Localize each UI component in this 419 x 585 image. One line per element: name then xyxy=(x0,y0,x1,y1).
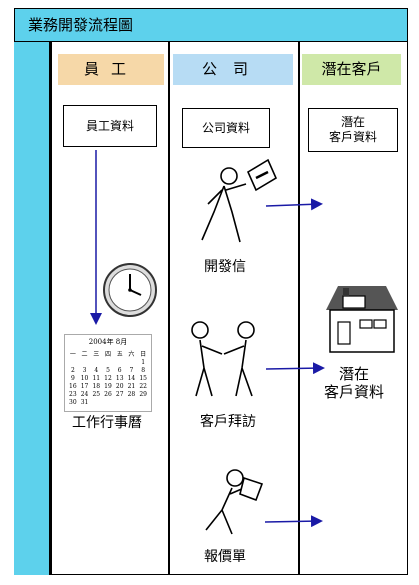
diagram-title: 業務開發流程圖 xyxy=(28,16,134,34)
calendar-day: 9 xyxy=(70,375,75,382)
step-visit: 客戶拜訪 xyxy=(200,414,256,430)
calendar-day: 31 xyxy=(80,399,89,406)
calendar-day: 5 xyxy=(106,367,110,374)
lane-divider-2 xyxy=(168,42,170,575)
calendar-weekday: 日 xyxy=(140,351,147,358)
calendar-weekday: 一 xyxy=(69,351,76,358)
calendar-weekday: 四 xyxy=(104,351,111,358)
calendar-day xyxy=(114,359,126,366)
calendar-day: 22 xyxy=(139,383,147,390)
prospect-data-box: 潛在 客戶資料 xyxy=(308,108,398,152)
calendar-day: 20 xyxy=(115,383,124,390)
company-data-box: 公司資料 xyxy=(182,108,270,148)
calendar-day: 21 xyxy=(127,383,136,390)
calendar-day xyxy=(126,359,138,366)
calendar-day xyxy=(90,359,102,366)
result-prospect-data: 潛在 客戶資料 xyxy=(324,365,384,401)
lane-divider-1 xyxy=(50,42,52,575)
calendar-day: 4 xyxy=(94,367,99,374)
calendar-day: 28 xyxy=(127,391,136,398)
calendar-day: 8 xyxy=(141,367,146,374)
arrow-letter-to-prospect xyxy=(265,198,323,211)
calendar-day: 12 xyxy=(104,375,112,382)
calendar-day: 10 xyxy=(80,375,89,382)
calendar-day xyxy=(67,359,79,366)
prospect-data-line2: 客戶資料 xyxy=(328,130,377,144)
result-line1: 潛在 xyxy=(339,365,370,383)
lane-header-prospect: 潛在客戶 xyxy=(302,54,401,85)
lane-header-employee: 員工 xyxy=(58,54,164,85)
employee-data-box: 員工資料 xyxy=(63,105,157,147)
step-letter: 開發信 xyxy=(204,259,246,275)
calendar-day: 24 xyxy=(80,391,89,398)
calendar-day: 3 xyxy=(82,367,87,374)
clock-icon xyxy=(103,263,157,317)
arrow-visit-to-prospect xyxy=(265,362,325,375)
calendar-day: 7 xyxy=(129,367,134,374)
step-schedule: 工作行事曆 xyxy=(72,415,142,431)
calendar-day: 11 xyxy=(92,375,101,382)
calendar-day: 25 xyxy=(92,391,101,398)
calendar-day: 14 xyxy=(127,375,136,382)
calendar-weekday: 二 xyxy=(81,351,88,358)
result-line2: 客戶資料 xyxy=(324,383,385,401)
calendar-day: 19 xyxy=(104,383,112,390)
calendar-day: 27 xyxy=(115,391,124,398)
calendar-weekday: 六 xyxy=(128,351,135,358)
calendar-day: 30 xyxy=(69,399,77,406)
house-icon xyxy=(326,286,398,353)
lane-divider-3 xyxy=(298,42,300,575)
calendar-day: 17 xyxy=(80,383,89,390)
calendar-day: 6 xyxy=(117,367,122,374)
person-carrying-box-icon xyxy=(205,469,264,535)
left-strip xyxy=(14,42,50,575)
calendar-day: 13 xyxy=(115,375,124,382)
calendar-day: 15 xyxy=(139,375,147,382)
calendar-day: 29 xyxy=(139,391,147,398)
calendar-day: 2 xyxy=(70,367,75,374)
prospect-data-line1: 潛在 xyxy=(340,115,365,129)
calendar-day: 23 xyxy=(69,391,77,398)
calendar-day: 26 xyxy=(104,391,112,398)
calendar-day xyxy=(102,359,114,366)
handshake-icon xyxy=(191,321,255,397)
calendar-header: 2004年 8月 xyxy=(88,338,128,346)
step-quote: 報價單 xyxy=(204,549,246,565)
title-bar xyxy=(14,8,408,42)
calendar-day xyxy=(79,359,91,366)
lane-header-company: 公司 xyxy=(173,54,293,85)
calendar-day: 18 xyxy=(92,383,101,390)
calendar-day: 16 xyxy=(69,383,77,390)
calendar-weekday: 五 xyxy=(116,351,123,358)
calendar-day: 1 xyxy=(141,359,146,366)
arrow-quote-to-prospect xyxy=(264,515,323,528)
person-with-letter-icon xyxy=(201,158,278,243)
calendar-weekday: 三 xyxy=(93,351,100,358)
